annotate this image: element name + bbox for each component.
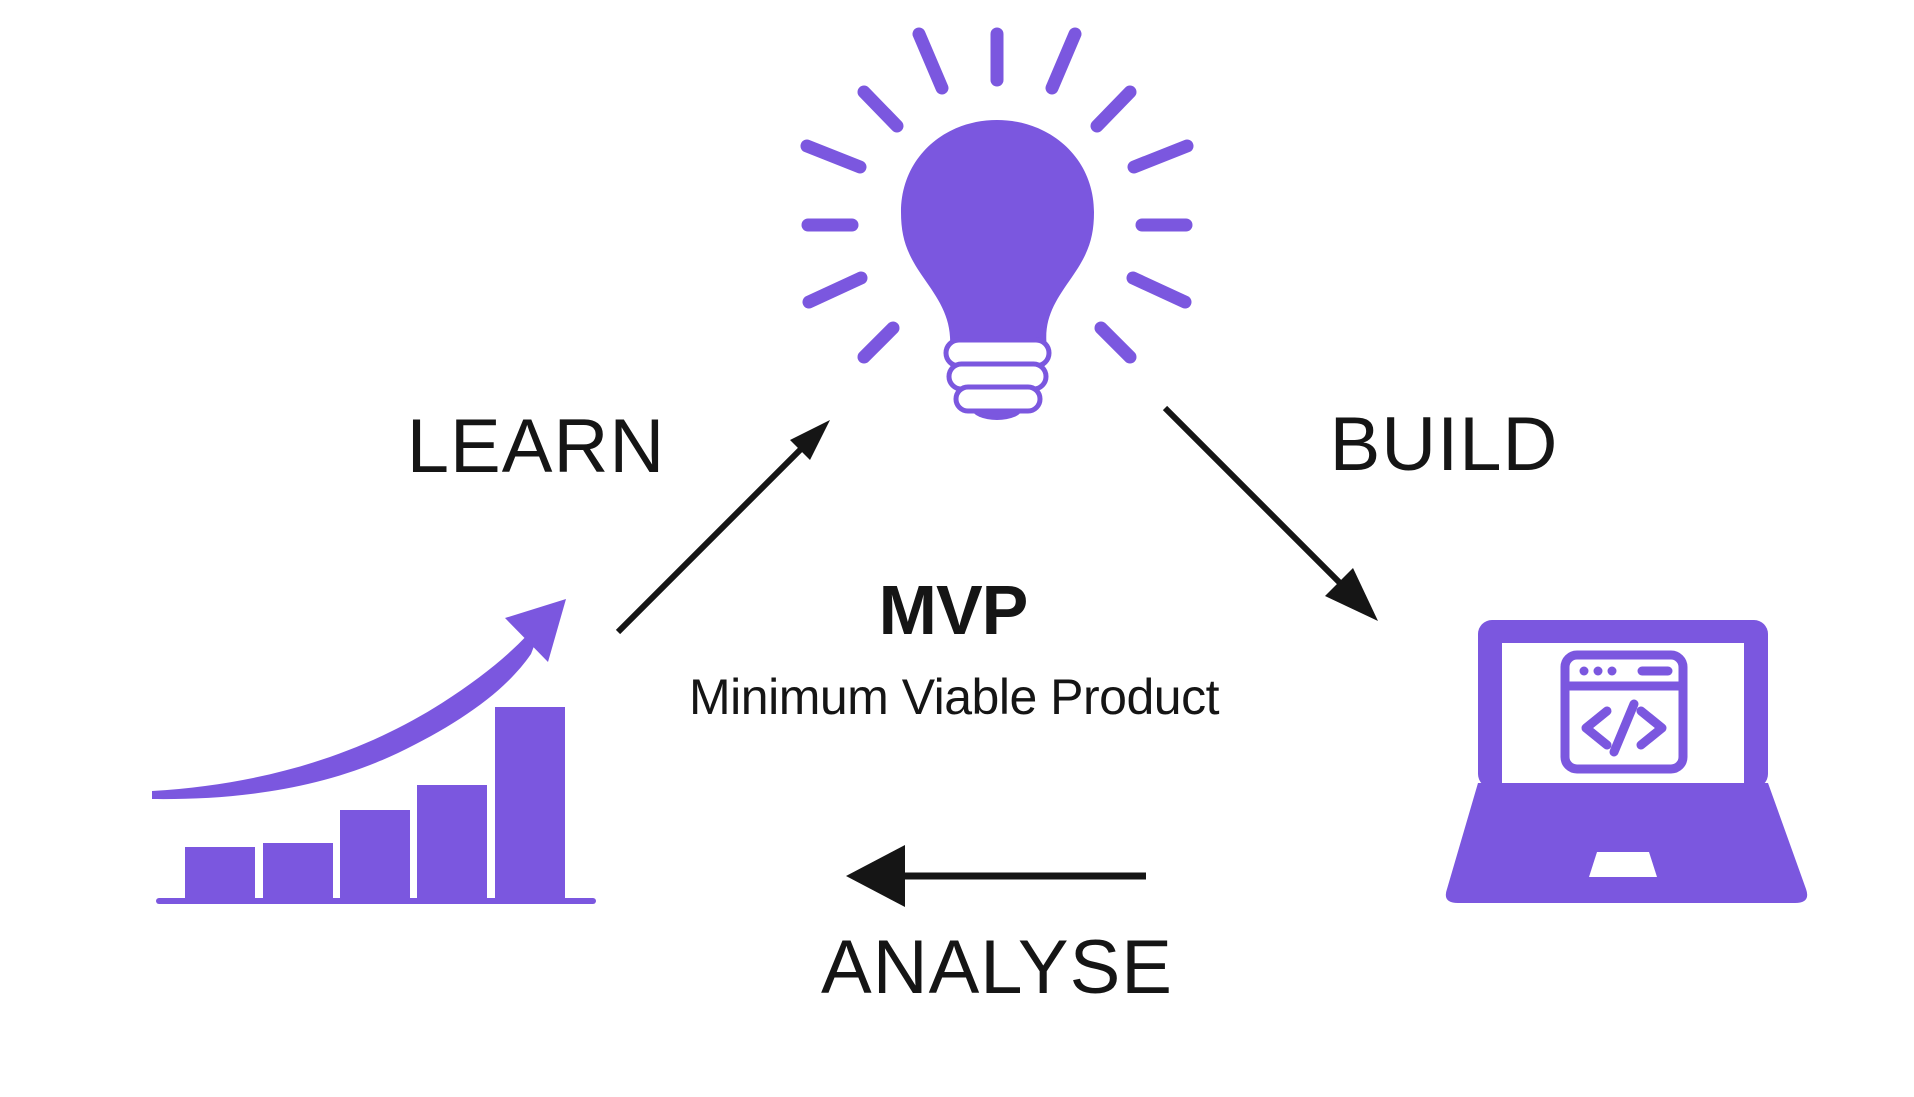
build-arrowhead	[1325, 568, 1378, 621]
mvp-title: MVP	[878, 571, 1029, 649]
learn-step-label: LEARN	[406, 404, 666, 489]
lightbulb-base	[943, 337, 1052, 414]
analyse-step-label: ANALYSE	[821, 925, 1173, 1010]
code-brackets-icon	[1581, 699, 1667, 757]
chart-arrowhead	[505, 599, 566, 662]
lightbulb-glass	[901, 120, 1094, 348]
chart-baseline	[156, 898, 596, 904]
browser-code-window-icon	[1560, 650, 1688, 774]
learn-arrow	[615, 420, 830, 635]
lightbulb-rays	[800, 27, 1194, 364]
growth-bar-chart-icon	[152, 599, 596, 904]
analyse-arrow	[846, 845, 1146, 907]
analyse-arrowhead	[846, 845, 905, 907]
mvp-subtitle: Minimum Viable Product	[689, 669, 1219, 725]
learn-arrowhead	[790, 420, 830, 460]
lightbulb-idea-icon	[800, 27, 1194, 420]
chart-bars	[185, 707, 565, 898]
laptop-code-icon	[1445, 620, 1808, 903]
build-step-label: BUILD	[1329, 402, 1559, 487]
laptop-trackpad-notch	[1589, 852, 1657, 877]
laptop-base	[1445, 783, 1808, 903]
build-arrow	[1162, 405, 1378, 621]
laptop-screen	[1502, 643, 1744, 783]
chart-growth-swoosh	[152, 612, 547, 800]
